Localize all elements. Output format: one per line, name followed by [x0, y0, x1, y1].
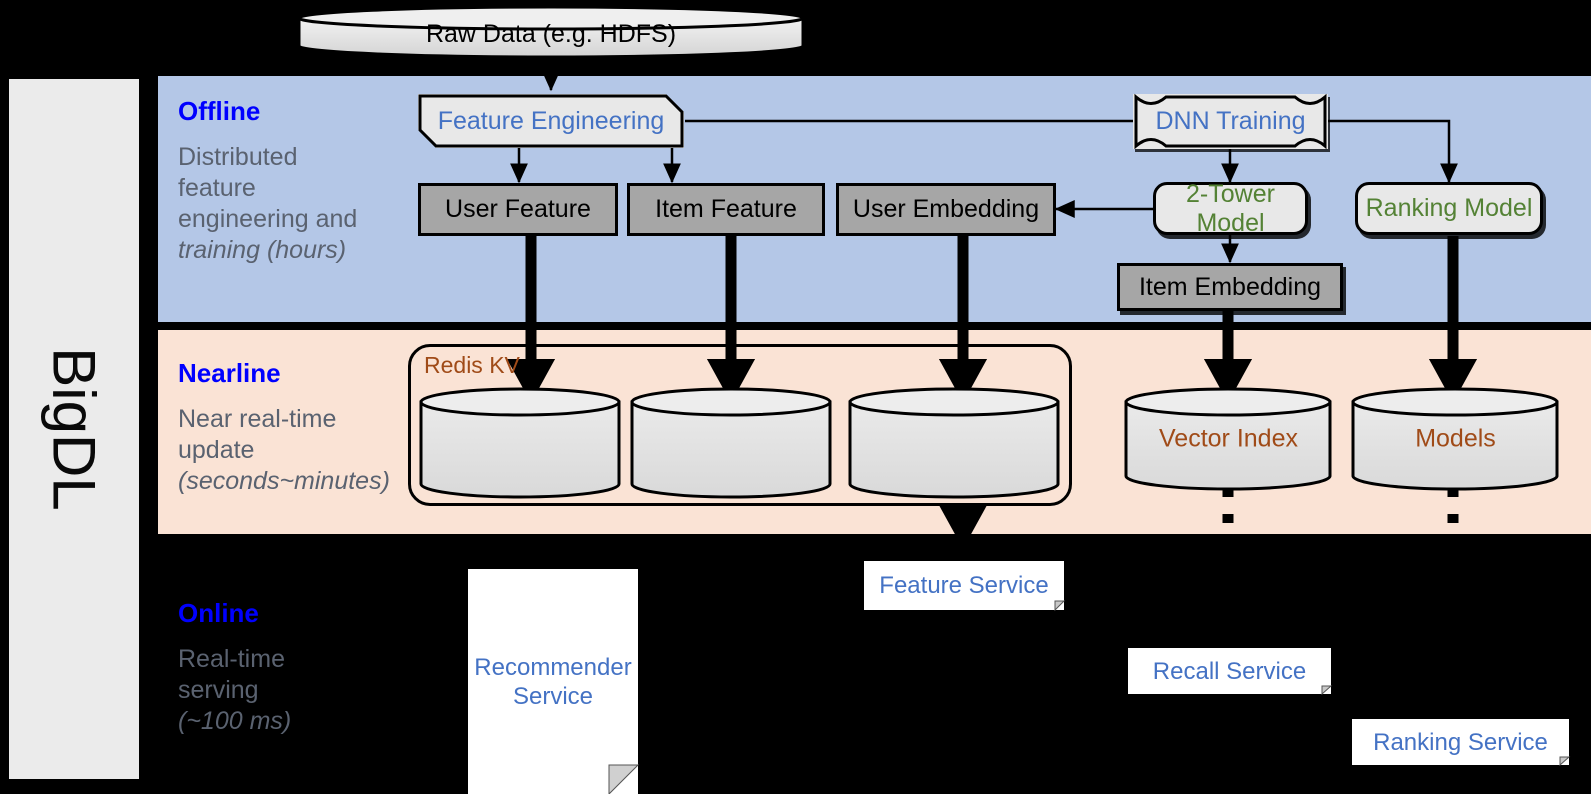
node-user-feature[interactable]: User Feature [418, 183, 618, 236]
node-ranking-model[interactable]: Ranking Model [1355, 182, 1543, 235]
recall-service-label: Recall Service [1152, 657, 1307, 685]
item-feature-label: Item Feature [655, 195, 797, 223]
models-cylinder[interactable]: Models [1350, 387, 1561, 491]
online-sub-line-2: serving [178, 676, 259, 704]
node-user-embedding[interactable]: User Embedding [836, 183, 1056, 236]
feature-service-label: Feature Service [879, 572, 1049, 599]
dnn-training-outline [1134, 93, 1327, 150]
redis-kv-group [408, 344, 1072, 506]
node-item-feature[interactable]: Item Feature [627, 183, 825, 236]
node-ranking-service[interactable]: Ranking Service [1352, 719, 1571, 767]
nearline-sub-line-2: update [178, 436, 255, 464]
band-title-nearline: Nearline [178, 358, 281, 388]
node-item-embedding[interactable]: Item Embedding [1117, 263, 1343, 311]
item-embedding-label: Item Embedding [1138, 272, 1322, 301]
node-feature-service[interactable]: Feature Service [864, 561, 1066, 612]
store-item-feature-cylinder[interactable] [629, 387, 834, 499]
band-title-offline: Offline [178, 96, 261, 126]
ranking-model-label: Ranking Model [1365, 194, 1533, 222]
offline-sub-line-1: Distributed [178, 143, 298, 171]
dnn-training-text: DNN Training [1155, 107, 1306, 135]
band-subtitle-online: Real-time serving (~100 ms) [178, 644, 408, 737]
redis-kv-label: Redis KV [424, 352, 520, 378]
nearline-sub-line-1: Near real-time [178, 405, 337, 433]
offline-sub-line-3: engineering and [178, 205, 358, 233]
store-user-feature-cylinder[interactable] [418, 387, 623, 499]
recommender-service-label-2: Service [512, 682, 594, 710]
edge-dnn-to-rankingmodel [1328, 119, 1458, 184]
feature-engineering-outline [418, 94, 684, 148]
node-recall-service[interactable]: Recall Service [1128, 648, 1333, 696]
node-two-tower-model[interactable]: 2-Tower Model [1153, 179, 1308, 237]
band-subtitle-nearline: Near real-time update (seconds~minutes) [178, 404, 408, 497]
band-title-online: Online [178, 598, 259, 628]
offline-sub-line-2: feature [178, 174, 256, 202]
band-subtitle-offline: Distributed feature engineering and trai… [178, 142, 398, 266]
two-tower-model-label: 2-Tower Model [1186, 179, 1275, 237]
node-recommender-service[interactable]: Recommender Service [468, 569, 640, 794]
online-sub-line-1: Real-time [178, 645, 285, 673]
user-embedding-label: User Embedding [852, 195, 1040, 223]
node-feature-engineering[interactable]: Feature Engineering [418, 94, 684, 148]
raw-data-cylinder: Raw Data (e.g. HDFS) [296, 5, 806, 59]
online-sub-line-3: (~100 ms) [178, 707, 292, 735]
vector-index-cylinder[interactable]: Vector Index [1123, 387, 1334, 491]
nearline-sub-line-3: (seconds~minutes) [178, 467, 390, 495]
ranking-service-label: Ranking Service [1373, 728, 1548, 756]
bigdl-sidebar: BigDL [6, 76, 142, 782]
feature-engineering-label: Feature Engineering [437, 106, 665, 135]
user-feature-label: User Feature [445, 195, 591, 223]
raw-data-label: Raw Data (e.g. HDFS) [425, 20, 677, 48]
offline-sub-line-4: training (hours) [178, 236, 347, 264]
recommender-service-label-1: Recommender [474, 653, 632, 681]
store-user-embedding-cylinder[interactable] [847, 387, 1062, 499]
